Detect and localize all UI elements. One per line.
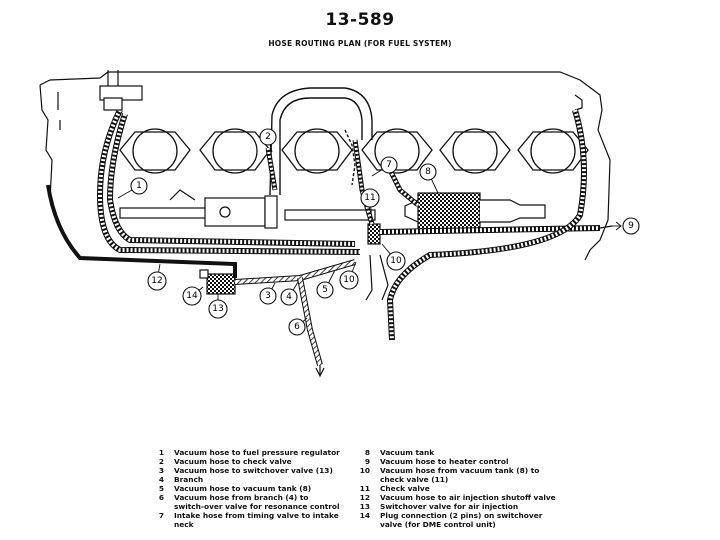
legend-item: 5 Vacuum hose to vacuum tank (8): [150, 484, 340, 493]
intake-port-3: [281, 128, 353, 174]
callout-label: 2: [265, 132, 271, 142]
callout-1: 1: [117, 177, 148, 199]
legend-text: Vacuum hose from branch (4) to switch-ov…: [174, 493, 340, 511]
callout-label: 4: [286, 292, 292, 302]
legend-text: Vacuum hose to check valve: [174, 457, 292, 466]
legend-item: 13 Switchover valve for air injection: [356, 502, 566, 511]
callout-3: 3: [259, 282, 277, 305]
legend-number: 12: [359, 493, 370, 502]
check-valve: [367, 223, 381, 245]
callout-label: 8: [425, 167, 431, 177]
legend-number: 7: [158, 511, 164, 520]
legend-item: 1 Vacuum hose to fuel pressure regulator: [150, 448, 340, 457]
legend-text: Intake hose from timing valve to intake …: [174, 511, 339, 529]
legend-number: 8: [364, 448, 370, 457]
callout-label: 10: [390, 256, 402, 266]
callout-label: 10: [343, 275, 355, 285]
legend-item: 4 Branch: [150, 475, 340, 484]
legend-number: 13: [359, 502, 370, 511]
vacuum-tank: [404, 192, 546, 230]
legend-text: Vacuum hose to switchover valve (13): [174, 466, 333, 475]
callout-label: 6: [294, 322, 300, 332]
legend-text: Vacuum hose to fuel pressure regulator: [174, 448, 340, 457]
legend-item: 11 Check valve: [356, 484, 566, 493]
fuel-pressure-regulator: [119, 189, 376, 229]
callout-13: 13: [208, 294, 228, 319]
legend-number: 4: [158, 475, 164, 484]
legend-text: Vacuum tank: [380, 448, 435, 457]
page-title: 13-589: [325, 10, 395, 30]
callout-label: 12: [151, 276, 162, 286]
callout-label: 9: [628, 221, 634, 231]
top-left-connector: [99, 70, 143, 111]
legend-text: Branch: [174, 475, 204, 484]
callout-4: 4: [280, 281, 299, 306]
callout-label: 13: [212, 304, 223, 314]
intake-port-1: [119, 128, 191, 174]
intake-ports: [119, 128, 589, 174]
callout-11: 11: [360, 188, 380, 223]
callout-label: 11: [364, 193, 375, 203]
legend-number: 9: [364, 457, 370, 466]
legend-number: 3: [158, 466, 164, 475]
legend-number: 11: [359, 484, 370, 493]
callout-6: 6: [288, 317, 308, 336]
upper-intake-loop: [269, 87, 373, 196]
legend-item: 14 Plug connection (2 pins) on switchove…: [356, 511, 566, 529]
legend-item: 7 Intake hose from timing valve to intak…: [150, 511, 340, 529]
callout-7: 7: [371, 156, 398, 177]
legend-item: 6 Vacuum hose from branch (4) to switch-…: [150, 493, 340, 511]
callout-10: 10: [381, 243, 406, 271]
callout-label: 1: [136, 181, 142, 191]
legend-text: Vacuum hose to heater control: [380, 457, 509, 466]
legend-item: 8 Vacuum tank: [356, 448, 566, 457]
legend-number: 6: [158, 493, 164, 502]
intake-port-4: [361, 128, 433, 174]
legend-item: 10 Vacuum hose from vacuum tank (8) to c…: [356, 466, 566, 484]
intake-port-6: [517, 128, 589, 174]
legend-text: Switchover valve for air injection: [380, 502, 519, 511]
legend-text: Vacuum hose from vacuum tank (8) to chec…: [380, 466, 540, 484]
callout-label: 14: [186, 291, 198, 301]
legend-item: 9 Vacuum hose to heater control: [356, 457, 566, 466]
callout-5: 5: [316, 269, 336, 299]
callout-label: 7: [386, 160, 392, 170]
callout-label: 3: [265, 291, 271, 301]
vacuum-hoses: [46, 108, 613, 378]
callout-9: 9: [612, 217, 640, 235]
intake-port-5: [439, 128, 511, 174]
legend-text: Vacuum hose to vacuum tank (8): [174, 484, 312, 493]
callout-label: 5: [322, 285, 328, 295]
legend-text: Vacuum hose to air injection shutoff val…: [380, 493, 556, 502]
legend-text: Check valve: [380, 484, 430, 493]
callout-10-secondary: 10: [339, 261, 359, 290]
switchover-valve: [199, 269, 236, 295]
legend-number: 2: [158, 457, 164, 466]
callout-12: 12: [147, 263, 167, 291]
page-subtitle: HOSE ROUTING PLAN (FOR FUEL SYSTEM): [268, 39, 452, 48]
legend-number: 1: [158, 448, 164, 457]
callout-2: 2: [259, 128, 277, 153]
engine-block-outline: [39, 71, 611, 261]
legend-item: 2 Vacuum hose to check valve: [150, 457, 340, 466]
legend-number: 5: [158, 484, 164, 493]
callout-8: 8: [419, 163, 439, 194]
callout-14: 14: [182, 286, 204, 306]
legend-number: 14: [359, 511, 370, 520]
intake-port-2: [199, 128, 271, 174]
legend-text: Plug connection (2 pins) on switchover v…: [380, 511, 543, 529]
legend-item: 3 Vacuum hose to switchover valve (13): [150, 466, 340, 475]
legend-item: 12 Vacuum hose to air injection shutoff …: [356, 493, 566, 502]
legend-number: 10: [359, 466, 370, 475]
